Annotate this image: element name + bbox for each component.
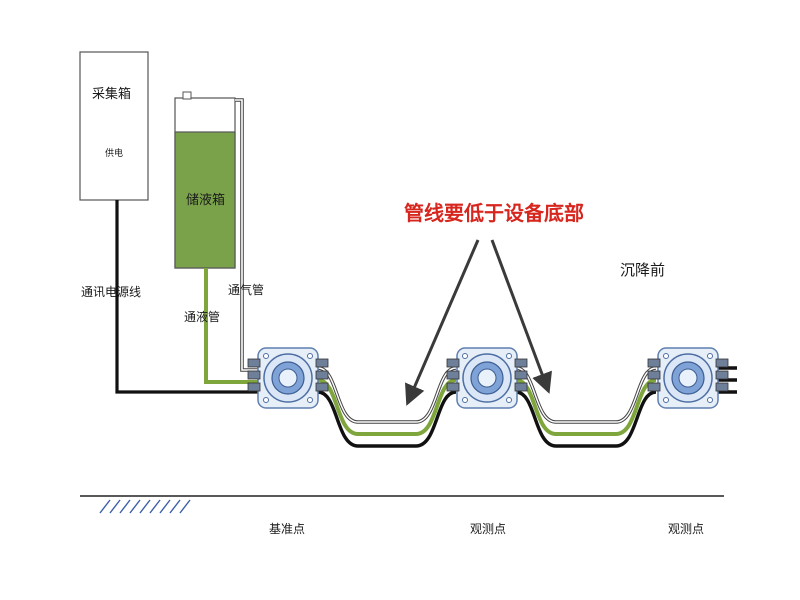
comm-power-line-label: 通讯电源线 (81, 285, 142, 299)
air-pipe-line (235, 98, 258, 372)
comm-power-line (115, 200, 258, 394)
pipe-strand (515, 367, 657, 423)
pipe-note: 管线要低于设备底部 (404, 201, 584, 225)
arrow-icon (490, 239, 552, 394)
pipe-strand (317, 390, 457, 448)
ground-hatch-icon (99, 499, 191, 514)
liquid-tank (174, 91, 236, 269)
end-pipe-stubs (718, 366, 737, 394)
pipe-strand (515, 390, 657, 448)
pipe-bundles (317, 366, 657, 448)
pipe-strand (317, 378, 457, 436)
collector-power-label: 供电 (105, 149, 124, 159)
sensor-device-icon (247, 347, 329, 409)
collector-box (79, 51, 149, 201)
air-pipe-label: 通气管 (228, 283, 265, 297)
observation-point-2-label: 观测点 (668, 522, 705, 536)
arrow-icon (405, 239, 480, 406)
liquid-pipe-label: 通液管 (184, 310, 221, 324)
state-label: 沉降前 (620, 261, 666, 279)
liquid-tank-title: 储液箱 (186, 193, 226, 208)
pipe-strand (515, 378, 657, 436)
sensor-device-icon (446, 347, 528, 409)
reference-point-label: 基准点 (269, 522, 306, 536)
sensor-device-icon (647, 347, 729, 409)
collector-box-title: 采集箱 (92, 87, 132, 102)
pipe-strand (317, 367, 457, 423)
observation-point-1-label: 观测点 (470, 522, 507, 536)
liquid-pipe-line (204, 268, 258, 384)
